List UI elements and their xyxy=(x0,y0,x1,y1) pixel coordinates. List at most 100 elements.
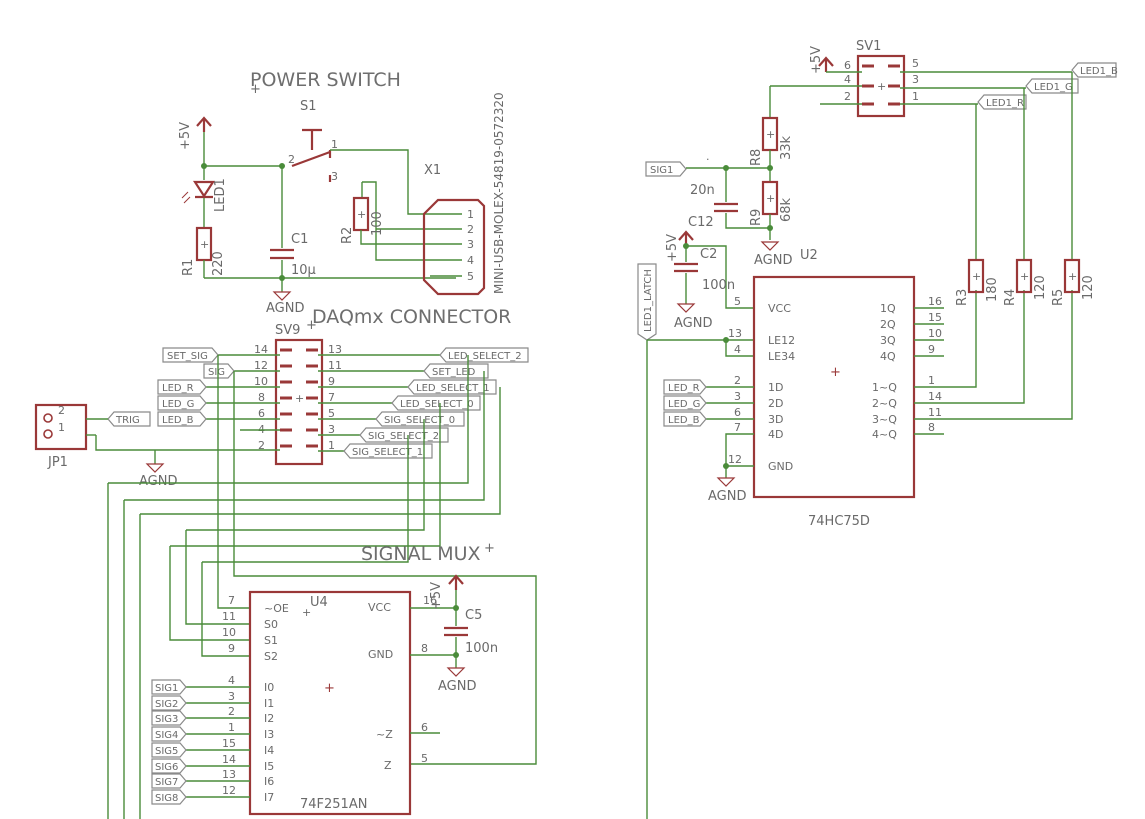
svg-text:+5V: +5V xyxy=(429,582,444,610)
svg-text:+: + xyxy=(302,606,311,619)
svg-text:+: + xyxy=(295,392,304,405)
svg-text:AGND: AGND xyxy=(266,301,304,316)
title-signal-mux: SIGNAL MUX xyxy=(361,543,481,565)
svg-text:1: 1 xyxy=(58,421,65,434)
svg-text:I7: I7 xyxy=(264,791,274,804)
svg-text:SET_LED: SET_LED xyxy=(432,367,476,378)
svg-text:3: 3 xyxy=(328,423,335,436)
svg-text:10: 10 xyxy=(254,375,268,388)
svg-text:+: + xyxy=(484,541,495,556)
svg-text:1: 1 xyxy=(331,138,338,151)
sig-input-labels: SIG1 SIG2 SIG3 SIG4 SIG5 SIG6 SIG7 SIG8 xyxy=(151,679,187,805)
svg-text:X1: X1 xyxy=(424,163,441,178)
svg-text:4Q: 4Q xyxy=(880,350,896,363)
svg-text:13: 13 xyxy=(328,343,342,356)
svg-text:5: 5 xyxy=(421,752,428,765)
svg-text:+: + xyxy=(877,80,886,93)
svg-text:LED_SELECT_0: LED_SELECT_0 xyxy=(400,399,474,410)
net-labels-u2: LED_R LED_G LED_B xyxy=(663,379,707,427)
switch-s1: S1 2 1 3 xyxy=(288,99,338,183)
svg-text:+5V: +5V xyxy=(178,122,193,150)
svg-text:6: 6 xyxy=(844,59,851,72)
svg-text:1~Q: 1~Q xyxy=(872,381,897,394)
header-sv9: SV9 + 14 12 10 8 6 4 2 13 11 9 7 5 3 1 xyxy=(254,323,342,466)
svg-text:3Q: 3Q xyxy=(880,334,896,347)
svg-text:+: + xyxy=(830,365,841,380)
svg-text:100n: 100n xyxy=(702,278,735,293)
svg-text:10: 10 xyxy=(222,626,236,639)
svg-text:8: 8 xyxy=(928,421,935,434)
svg-text:LED_B: LED_B xyxy=(162,415,194,426)
svg-text:11: 11 xyxy=(928,406,942,419)
title-daqmx-connector: DAQmx CONNECTOR xyxy=(312,306,511,328)
svg-text:.: . xyxy=(706,150,710,163)
svg-text:2: 2 xyxy=(844,90,851,103)
svg-text:~Z: ~Z xyxy=(376,728,393,741)
svg-text:15: 15 xyxy=(928,311,942,324)
resistor-r4: + R4 120 xyxy=(1003,258,1048,306)
svg-text:14: 14 xyxy=(928,390,942,403)
svg-text:+: + xyxy=(1020,270,1029,283)
svg-text:LE34: LE34 xyxy=(768,350,795,363)
agnd-symbol: AGND xyxy=(266,291,304,316)
svg-text:AGND: AGND xyxy=(754,253,792,268)
svg-text:2: 2 xyxy=(734,374,741,387)
jumper-jp1: 2 1 JP1 AGND xyxy=(34,403,177,489)
svg-text:14: 14 xyxy=(254,343,268,356)
svg-text:SIG3: SIG3 xyxy=(155,714,178,725)
capacitor-c12: 20n C12 AGND xyxy=(688,168,792,268)
svg-text:74F251AN: 74F251AN xyxy=(300,797,367,812)
svg-text:14: 14 xyxy=(222,753,236,766)
svg-text:10µ: 10µ xyxy=(291,263,316,278)
svg-text:2~Q: 2~Q xyxy=(872,397,897,410)
net-labels-right: LED_SELECT_2 SET_LED LED_SELECT_1 LED_SE… xyxy=(343,347,529,459)
svg-text:AGND: AGND xyxy=(708,489,746,504)
svg-text:JP1: JP1 xyxy=(47,455,68,470)
svg-text:13: 13 xyxy=(222,768,236,781)
svg-text:R2: R2 xyxy=(340,227,355,244)
svg-text:LED_G: LED_G xyxy=(668,399,700,410)
svg-text:8: 8 xyxy=(421,642,428,655)
svg-text:5: 5 xyxy=(912,57,919,70)
svg-text:AGND: AGND xyxy=(139,474,177,489)
svg-text:1: 1 xyxy=(228,721,235,734)
svg-text:3: 3 xyxy=(912,73,919,86)
svg-text:7: 7 xyxy=(228,594,235,607)
usb-connector-x1: X1 1 2 3 4 5 MINI-USB-MOLEX-54819-057232… xyxy=(422,92,506,296)
svg-text:1: 1 xyxy=(928,374,935,387)
svg-text:2: 2 xyxy=(58,404,65,417)
svg-text:74HC75D: 74HC75D xyxy=(808,514,870,529)
svg-text:LED_R: LED_R xyxy=(162,383,194,394)
svg-text:LED1: LED1 xyxy=(213,178,228,212)
svg-text:C2: C2 xyxy=(700,247,717,262)
svg-text:R4: R4 xyxy=(1003,289,1018,306)
svg-text:11: 11 xyxy=(222,610,236,623)
svg-text:LED_B: LED_B xyxy=(668,415,700,426)
ic-u4: U4 + + 74F251AN 7 11 10 9 4 3 2 1 15 14 … xyxy=(186,590,456,816)
svg-text:68k: 68k xyxy=(779,197,794,222)
svg-text:4: 4 xyxy=(228,674,235,687)
svg-text:180: 180 xyxy=(985,277,1000,302)
svg-text:SIG1: SIG1 xyxy=(155,683,178,694)
svg-text:+: + xyxy=(250,82,261,97)
svg-text:+: + xyxy=(972,270,981,283)
svg-text:11: 11 xyxy=(328,359,342,372)
svg-text:AGND: AGND xyxy=(674,316,712,331)
svg-text:6: 6 xyxy=(734,406,741,419)
svg-text:+: + xyxy=(357,208,366,221)
svg-text:4: 4 xyxy=(844,73,851,86)
svg-text:33k: 33k xyxy=(779,135,794,160)
svg-text:SIG4: SIG4 xyxy=(155,730,178,741)
svg-text:3: 3 xyxy=(228,690,235,703)
svg-text:LED_G: LED_G xyxy=(162,399,194,410)
svg-text:3: 3 xyxy=(331,170,338,183)
svg-text:C5: C5 xyxy=(465,608,482,623)
title-power-switch: POWER SWITCH xyxy=(250,69,401,91)
svg-text:1D: 1D xyxy=(768,381,783,394)
svg-text:5: 5 xyxy=(734,295,741,308)
svg-text:20n: 20n xyxy=(690,183,715,198)
svg-text:I4: I4 xyxy=(264,744,274,757)
svg-text:100: 100 xyxy=(370,211,385,236)
svg-text:100n: 100n xyxy=(465,641,498,656)
svg-text:2: 2 xyxy=(258,439,265,452)
